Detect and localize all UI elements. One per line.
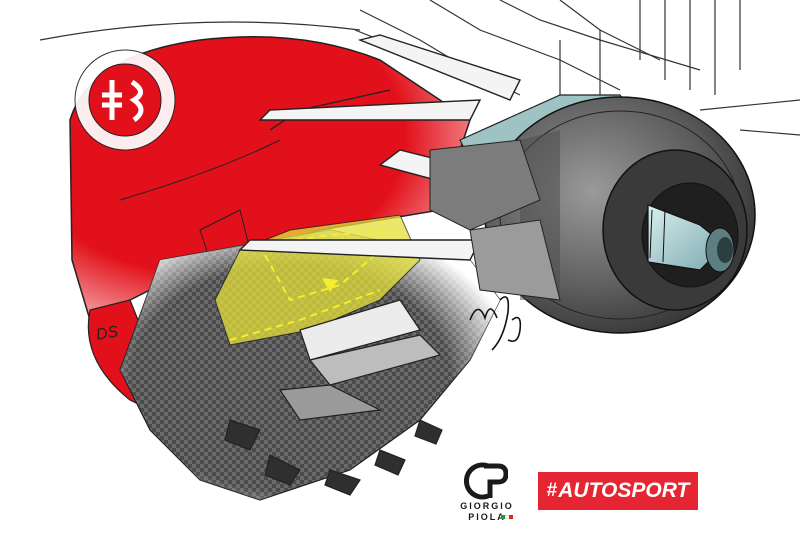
bargeboard-vanes bbox=[224, 299, 443, 496]
autosport-hash: # bbox=[546, 480, 558, 501]
wheel-hub-cone bbox=[647, 204, 735, 273]
autosport-logo-icon bbox=[538, 472, 698, 510]
airflow-arrows bbox=[229, 229, 396, 341]
autosport-label: AUTOSPORT bbox=[558, 479, 690, 502]
autosport-logo: # AUTOSPORT bbox=[538, 472, 698, 510]
giorgio-piola-logo: GIORGIO PIOLA bbox=[454, 462, 520, 524]
front-brake-drum bbox=[429, 94, 756, 334]
artist-signature bbox=[469, 296, 522, 351]
giorgio-piola-logo-icon bbox=[464, 462, 508, 500]
alfa-romeo-badge-icon bbox=[74, 49, 176, 151]
italian-flag-icon bbox=[501, 515, 513, 519]
giorgio-piola-line1: GIORGIO bbox=[460, 501, 514, 511]
sidepod-text: DS bbox=[95, 323, 120, 344]
giorgio-piola-line2: PIOLA bbox=[468, 512, 506, 522]
